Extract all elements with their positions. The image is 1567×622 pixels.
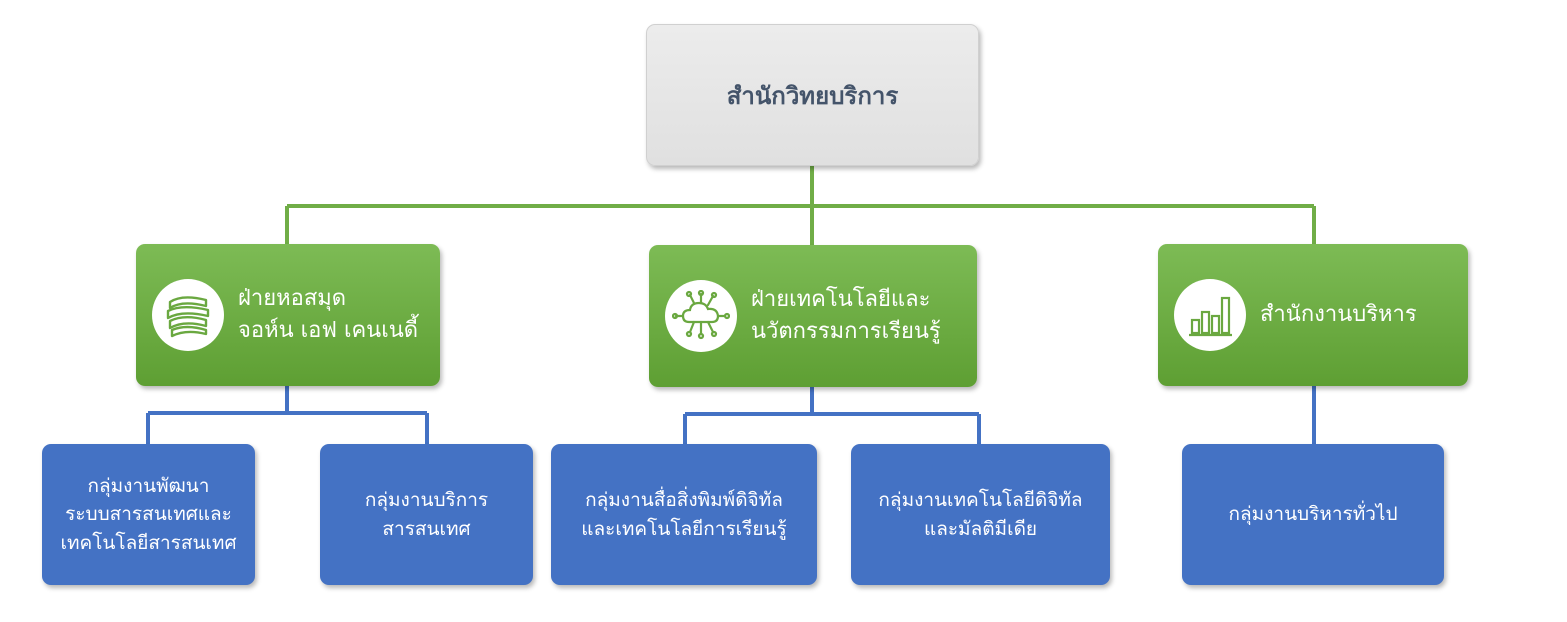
unit-2-text: กลุ่มงานบริการ สารสนเทศ	[365, 486, 488, 543]
dept-admin-line-1: สำนักงานบริหาร	[1260, 302, 1417, 328]
books-icon	[152, 279, 224, 351]
unit-2-node: กลุ่มงานบริการ สารสนเทศ	[320, 444, 533, 585]
unit-1-line-1: กลุ่มงานพัฒนา	[87, 474, 210, 497]
dept-admin-text: สำนักงานบริหาร	[1260, 299, 1417, 331]
dept-library-node: ฝ่ายหอสมุด จอห์น เอฟ เคนเนดี้	[136, 244, 440, 386]
unit-4-text: กลุ่มงานเทคโนโลยีดิจิทัล และมัลติมีเดีย	[878, 486, 1082, 543]
cloud-network-icon	[665, 280, 737, 352]
unit-1-text: กลุ่มงานพัฒนา ระบบสารสนเทศและ เทคโนโลยีส…	[60, 472, 236, 558]
unit-5-node: กลุ่มงานบริหารทั่วไป	[1182, 444, 1444, 585]
dept-library-line-2: จอห์น เอฟ เคนเนดี้	[238, 318, 419, 343]
dept-library-text: ฝ่ายหอสมุด จอห์น เอฟ เคนเนดี้	[238, 283, 418, 347]
dept-tech-line-2: นวัตกรรมการเรียนรู้	[751, 319, 941, 344]
root-node: สำนักวิทยบริการ	[646, 24, 979, 166]
unit-1-line-3: เทคโนโลยีสารสนเทศ	[60, 531, 237, 554]
unit-2-line-1: กลุ่มงานบริการ	[364, 489, 489, 511]
unit-4-line-1: กลุ่มงานเทคโนโลยีดิจิทัล	[878, 489, 1083, 511]
root-label: สำนักวิทยบริการ	[726, 81, 899, 110]
dept-tech-text: ฝ่ายเทคโนโลยีและ นวัตกรรมการเรียนรู้	[751, 284, 941, 348]
unit-5-line-1: กลุ่มงานบริหารทั่วไป	[1228, 503, 1398, 526]
dept-admin-node: สำนักงานบริหาร	[1158, 244, 1468, 386]
unit-2-line-2: สารสนเทศ	[382, 517, 471, 540]
unit-3-line-2: และเทคโนโลยีการเรียนรู้	[581, 517, 787, 540]
unit-3-node: กลุ่มงานสื่อสิ่งพิมพ์ดิจิทัล และเทคโนโลย…	[551, 444, 817, 585]
unit-4-line-2: และมัลติมีเดีย	[923, 517, 1038, 540]
bar-chart-icon	[1174, 279, 1246, 351]
unit-4-node: กลุ่มงานเทคโนโลยีดิจิทัล และมัลติมีเดีย	[851, 444, 1110, 585]
unit-3-line-1: กลุ่มงานสื่อสิ่งพิมพ์ดิจิทัล	[585, 489, 783, 511]
dept-library-line-1: ฝ่ายหอสมุด	[238, 286, 347, 312]
unit-1-line-2: ระบบสารสนเทศและ	[65, 503, 232, 526]
dept-tech-line-1: ฝ่ายเทคโนโลยีและ	[751, 287, 931, 313]
dept-tech-node: ฝ่ายเทคโนโลยีและ นวัตกรรมการเรียนรู้	[649, 245, 977, 387]
unit-5-text: กลุ่มงานบริหารทั่วไป	[1228, 500, 1397, 529]
unit-1-node: กลุ่มงานพัฒนา ระบบสารสนเทศและ เทคโนโลยีส…	[42, 444, 255, 585]
unit-3-text: กลุ่มงานสื่อสิ่งพิมพ์ดิจิทัล และเทคโนโลย…	[581, 486, 786, 543]
